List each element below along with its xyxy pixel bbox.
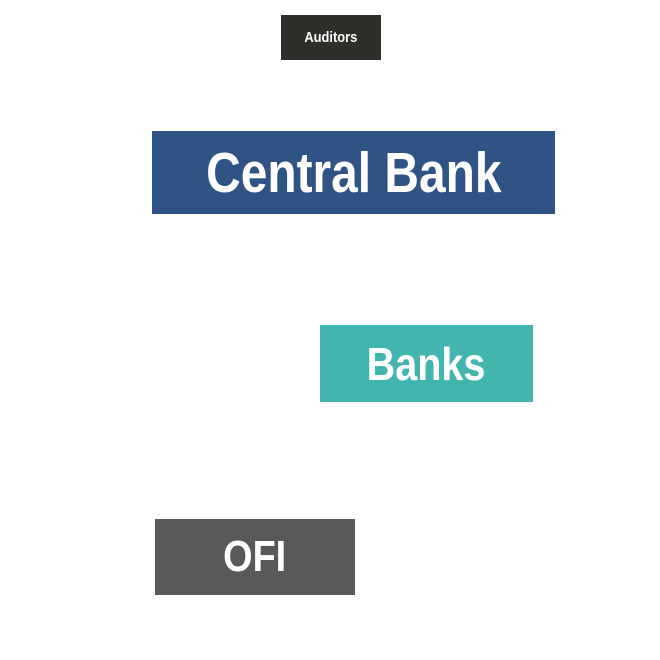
banks-label: Banks xyxy=(367,337,486,390)
ofi-box: OFI xyxy=(155,519,355,595)
central-bank-box: Central Bank xyxy=(152,131,555,214)
auditors-box: Auditors xyxy=(281,15,381,60)
central-bank-label: Central Bank xyxy=(205,140,502,205)
ofi-label: OFI xyxy=(223,532,287,581)
banks-box: Banks xyxy=(320,325,533,402)
auditors-label: Auditors xyxy=(304,29,358,46)
